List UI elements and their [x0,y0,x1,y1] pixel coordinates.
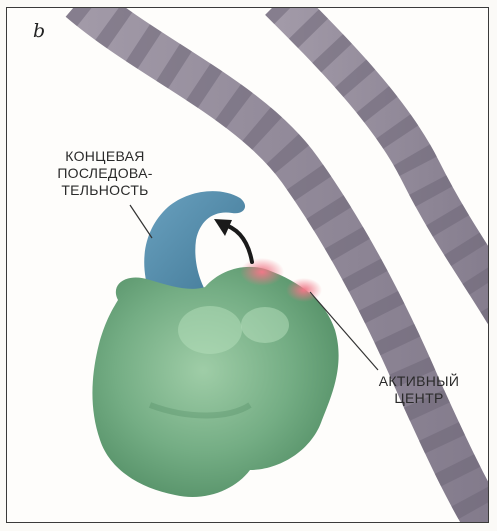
label-terminal-sequence-line-2: ПОСЛЕДОВА- [20,165,190,182]
label-active-site: АКТИВНЫЙ ЦЕНТР [350,373,488,407]
label-active-site-line-2: ЦЕНТР [350,390,488,407]
label-active-site-line-1: АКТИВНЫЙ [350,373,488,390]
label-terminal-sequence-line-3: ТЕЛЬНОСТЬ [20,182,190,199]
active-site-spot-1 [240,258,284,286]
active-site-spot-2 [286,278,322,302]
label-terminal-sequence-line-1: КОНЦЕВАЯ [20,148,190,165]
label-terminal-sequence: КОНЦЕВАЯ ПОСЛЕДОВА- ТЕЛЬНОСТЬ [20,148,190,199]
panel-letter: b [33,20,45,42]
leader-line-terminal [130,205,152,238]
rotation-arrow [214,219,252,262]
